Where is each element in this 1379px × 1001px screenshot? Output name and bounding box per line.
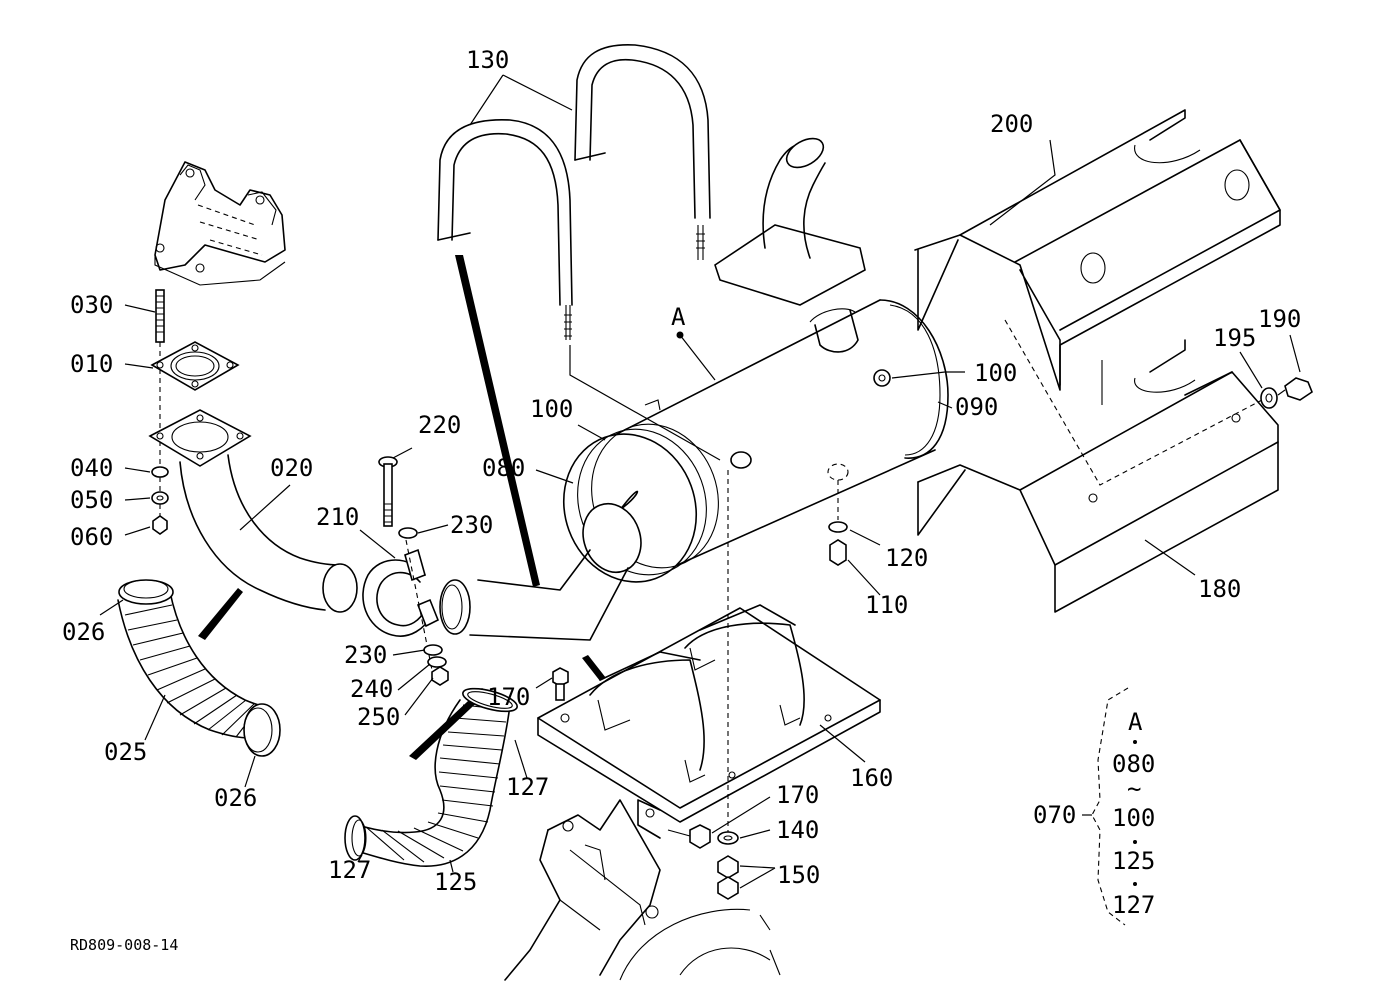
label-125: 125 <box>434 868 477 896</box>
exhaust-pipe-020 <box>148 409 358 613</box>
label-200: 200 <box>990 110 1033 138</box>
exhaust-manifold <box>154 161 286 286</box>
bolt-190-washer-195 <box>1260 377 1313 409</box>
label-026b: 026 <box>214 784 257 812</box>
label-060: 060 <box>70 523 113 551</box>
flex-hose-025 <box>117 579 281 757</box>
label-230b: 230 <box>344 641 387 669</box>
label-100a: 100 <box>530 395 573 423</box>
label-230a: 230 <box>450 511 493 539</box>
group-item-a: A <box>1128 708 1143 736</box>
washer-140-nuts-150 <box>717 831 739 900</box>
group-label-070: 070 <box>1033 801 1076 829</box>
label-110: 110 <box>865 591 908 619</box>
assembly-group-070: 070 A 080 ~ 100 125 127 <box>1033 687 1155 926</box>
heat-shield-200 <box>914 109 1281 405</box>
group-dot <box>1133 740 1137 744</box>
flex-hose-125 <box>344 687 518 867</box>
label-220: 220 <box>418 411 461 439</box>
label-080: 080 <box>482 454 525 482</box>
washers-040-050-060 <box>151 466 169 535</box>
view-marker-a: A <box>671 303 686 331</box>
bolt-220 <box>378 456 433 671</box>
label-130: 130 <box>466 46 509 74</box>
leader-lines <box>99 74 1301 889</box>
label-240: 240 <box>350 675 393 703</box>
label-100b: 100 <box>974 359 1017 387</box>
label-120: 120 <box>885 544 928 572</box>
label-025: 025 <box>104 738 147 766</box>
group-item-tilde: ~ <box>1127 775 1141 803</box>
black-arrow-mark <box>198 588 243 640</box>
label-020: 020 <box>270 454 313 482</box>
label-030: 030 <box>70 291 113 319</box>
label-010: 010 <box>70 350 113 378</box>
label-090: 090 <box>955 393 998 421</box>
label-160: 160 <box>850 764 893 792</box>
group-dot <box>1133 840 1137 844</box>
washers-230-240-250 <box>398 527 449 686</box>
label-050: 050 <box>70 486 113 514</box>
label-195: 195 <box>1213 324 1256 352</box>
stud-030 <box>155 289 165 520</box>
label-040: 040 <box>70 454 113 482</box>
assembly-line <box>1004 319 1263 486</box>
group-item-125: 125 <box>1112 847 1155 875</box>
label-170a: 170 <box>487 683 530 711</box>
view-marker-dot <box>676 331 684 339</box>
label-127b: 127 <box>328 856 371 884</box>
muffler-080 <box>439 299 949 641</box>
group-item-127: 127 <box>1112 891 1155 919</box>
clamp-band-130 <box>437 44 711 340</box>
drawing-reference: RD809-008-14 <box>70 936 178 954</box>
label-170b: 170 <box>776 781 819 809</box>
black-arrow-mark <box>582 655 606 681</box>
muffler-bracket-160 <box>537 604 881 839</box>
gasket-010 <box>150 341 240 391</box>
group-dot <box>1133 882 1137 886</box>
group-item-100: 100 <box>1112 804 1155 832</box>
label-026a: 026 <box>62 618 105 646</box>
plug-110-washer-120 <box>827 463 849 566</box>
engine-housing <box>504 799 781 981</box>
label-150: 150 <box>777 861 820 889</box>
label-250: 250 <box>357 703 400 731</box>
label-127a: 127 <box>506 773 549 801</box>
heat-shield-180 <box>917 339 1279 613</box>
label-190: 190 <box>1258 305 1301 333</box>
label-180: 180 <box>1198 575 1241 603</box>
label-140: 140 <box>776 816 819 844</box>
bolt-170-top <box>552 667 569 701</box>
tail-pipe-stack <box>714 137 866 306</box>
label-210: 210 <box>316 503 359 531</box>
group-item-080: 080 <box>1112 750 1155 778</box>
black-arrow-mark <box>455 255 540 587</box>
pipe-clamp-210 <box>362 548 440 637</box>
bolt-170-side <box>667 824 711 849</box>
